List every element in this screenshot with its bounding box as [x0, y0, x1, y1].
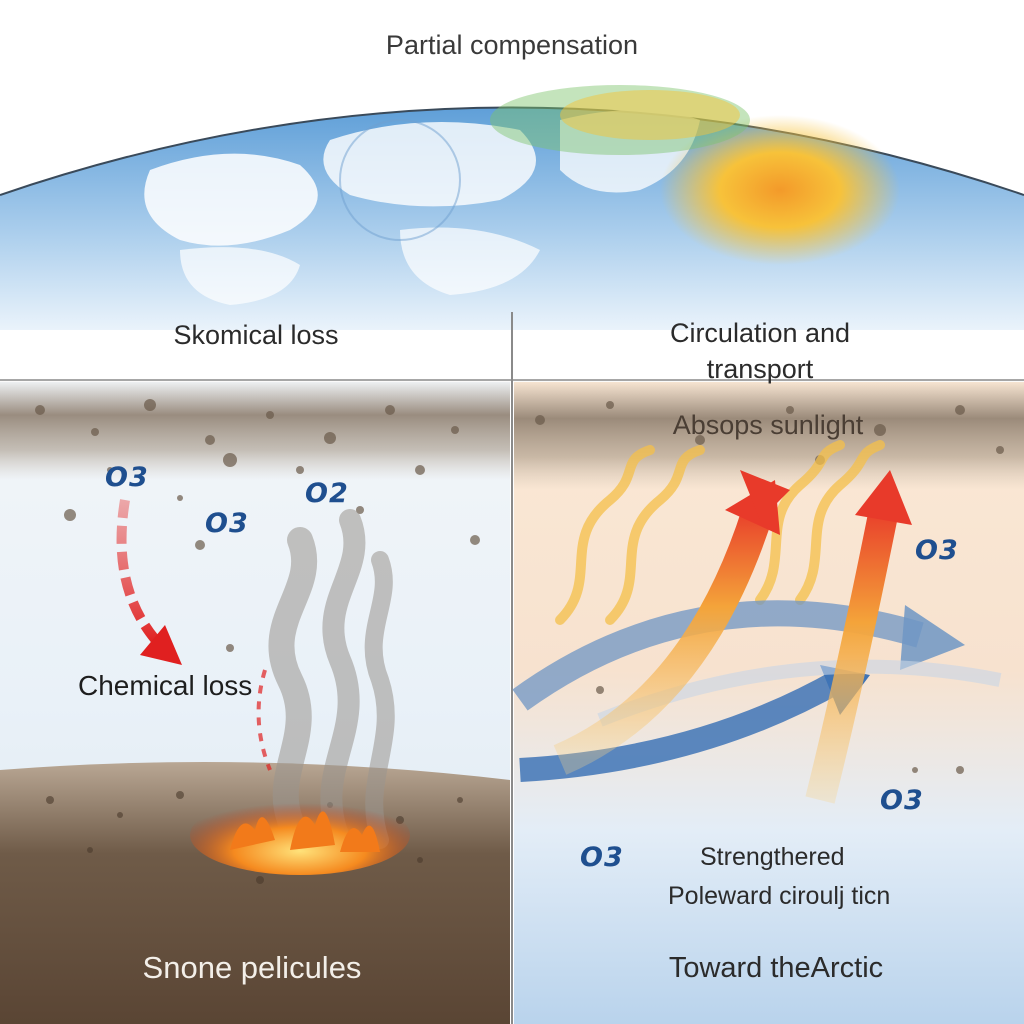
ozone-molecule-label: O3	[915, 535, 959, 566]
globe	[0, 85, 1024, 330]
oxygen-molecule-label: O2	[305, 478, 349, 509]
ozone-molecule-label: O3	[105, 462, 149, 493]
right-panel-bottom-label: Toward theArctic	[668, 952, 884, 984]
chemical-loss-label: Chemical loss	[78, 670, 253, 701]
right-panel-heading-line2: transport	[706, 354, 814, 384]
left-panel-art	[0, 380, 510, 1024]
ozone-molecule-label: O3	[880, 785, 924, 816]
right-panel-art	[512, 380, 1024, 1024]
diagram-title: Partial compensation	[385, 30, 639, 60]
left-panel-heading: Skomical loss	[173, 320, 339, 350]
ozone-molecule-label: O3	[205, 508, 249, 539]
poleward-annotation-line2: Poleward ciroulj ticn	[668, 882, 891, 910]
sunlight-label: Absops sunlight	[672, 410, 864, 440]
left-panel-bottom-label: Snone pelicules	[142, 950, 362, 985]
right-panel-heading-line1: Circulation and	[669, 318, 851, 348]
ozone-molecule-label: O3	[580, 842, 624, 873]
poleward-annotation-line1: Strengthered	[700, 843, 845, 871]
